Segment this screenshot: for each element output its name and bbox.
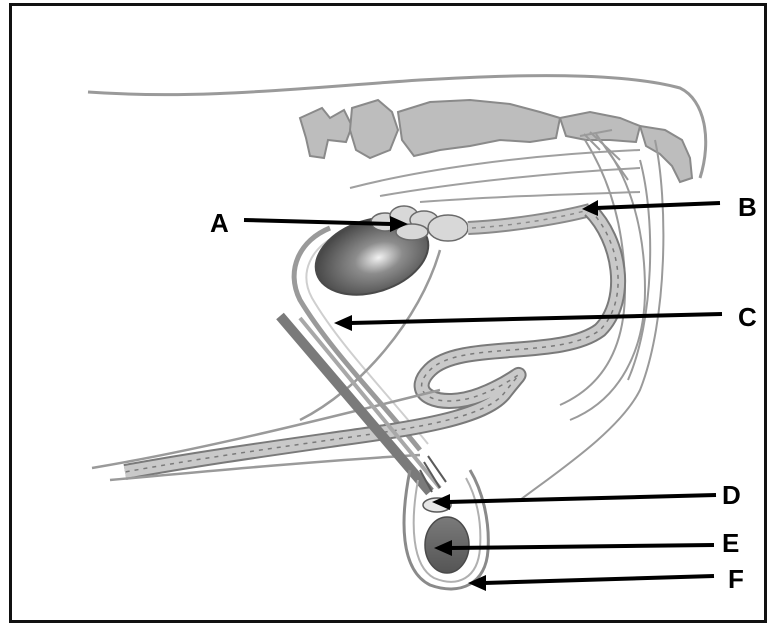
- arrow-c: [334, 314, 722, 331]
- label-d: D: [722, 482, 741, 508]
- label-f: F: [728, 566, 744, 592]
- scrotum: [404, 470, 488, 589]
- label-e: E: [722, 530, 739, 556]
- pelvic-lines: [350, 150, 640, 202]
- arrow-f: [468, 575, 714, 591]
- pelvic-urethra: [468, 210, 590, 228]
- vertebrae: [300, 100, 692, 182]
- arrow-e: [434, 540, 714, 556]
- label-a: A: [210, 210, 229, 236]
- label-c: C: [738, 304, 757, 330]
- spermatic-cord: [280, 316, 446, 492]
- label-b: B: [738, 194, 757, 220]
